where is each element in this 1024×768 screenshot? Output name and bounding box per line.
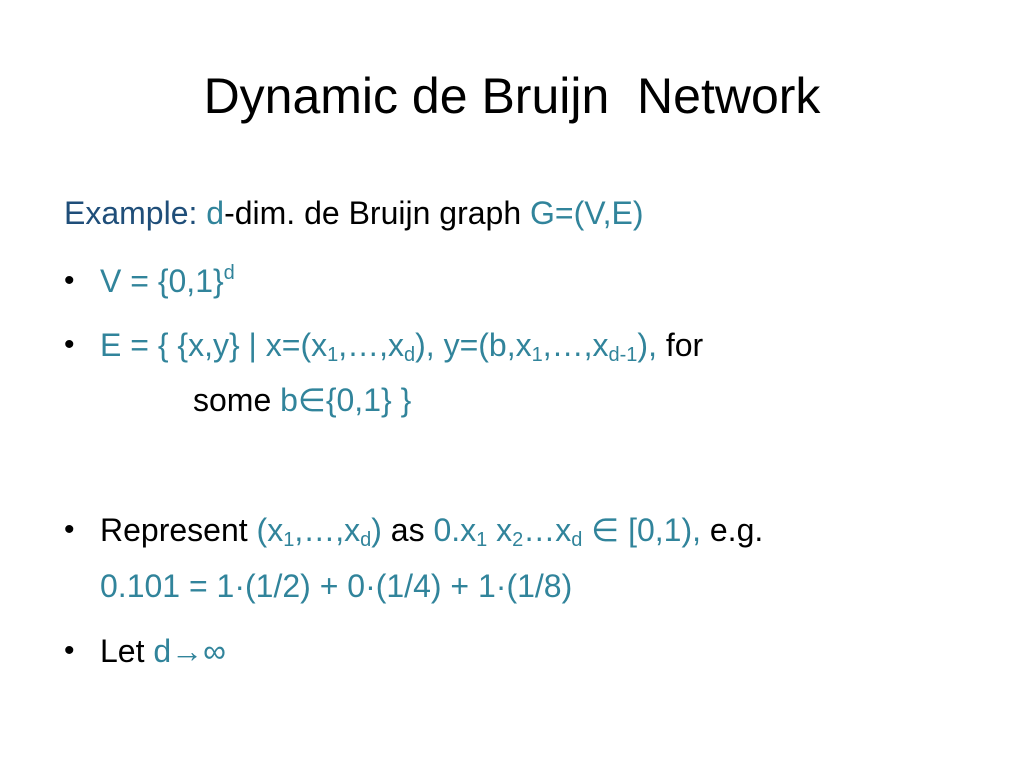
edge-set-part: ,…,x — [338, 327, 404, 363]
represent-tuple: ) — [371, 512, 382, 548]
edge-subscript: 1 — [531, 344, 543, 366]
bullet-represent-example: 0.101 = 1·(1/2) + 0·(1/4) + 1·(1/8) — [100, 568, 573, 604]
edge-set-part: E = { {x,y} | x=(x — [100, 327, 328, 363]
edge-subscript: 1 — [327, 344, 339, 366]
slide-title: Dynamic de Bruijn Network — [203, 68, 821, 124]
represent-tuple: (x — [256, 512, 284, 548]
represent-subscript: 1 — [283, 529, 295, 551]
represent-eg-word: e.g. — [700, 512, 764, 548]
edge-set-part: ,…,x — [542, 327, 609, 363]
bullet-represent: Represent (x1,…,xd) as 0.x1 x2…xd ∈ [0,1… — [100, 510, 763, 550]
edge-subscript: d — [404, 344, 416, 366]
edge-set-part: ), y=(b,x — [415, 327, 532, 363]
represent-number: x — [487, 512, 513, 548]
represent-subscript: 2 — [512, 529, 524, 551]
example-d: d — [206, 195, 225, 231]
edge-subscript: d-1 — [608, 344, 638, 366]
represent-word: Represent — [100, 512, 257, 548]
edge-for-word: for — [656, 327, 704, 363]
bullet-marker: • — [64, 328, 75, 361]
bullet-edge-set: E = { {x,y} | x=(x1,…,xd), y=(b,x1,…,xd-… — [100, 325, 703, 365]
example-text: -dim. de Bruijn graph — [224, 195, 530, 231]
represent-number: …x — [523, 512, 572, 548]
edge-set-part: ), — [637, 327, 657, 363]
bullet-marker: • — [64, 513, 75, 546]
edge-some-word: some — [193, 382, 281, 418]
represent-number: 0.x — [433, 512, 477, 548]
represent-subscript: 1 — [476, 529, 488, 551]
bullet-vertex-set: V = {0,1}d — [100, 261, 235, 301]
represent-subscript: d — [360, 529, 372, 551]
represent-as-word: as — [381, 512, 434, 548]
example-graph: G=(V,E) — [530, 195, 644, 231]
example-line: Example: d-dim. de Bruijn graph G=(V,E) — [64, 193, 644, 233]
limit-expression: d→∞ — [153, 633, 226, 669]
limit-word: Let — [100, 633, 154, 669]
bullet-edge-set-continuation: some b∈{0,1} } — [193, 380, 411, 420]
represent-tuple: ,…,x — [294, 512, 361, 548]
represent-subscript: d — [571, 529, 583, 551]
bullet-limit: Let d→∞ — [100, 631, 226, 671]
edge-condition: b∈{0,1} } — [280, 382, 412, 418]
vertex-set-text: V = {0,1} — [100, 263, 224, 299]
represent-interval: ∈ [0,1), — [582, 512, 701, 548]
bullet-marker: • — [64, 264, 75, 297]
example-label: Example: — [64, 195, 198, 231]
vertex-set-exponent: d — [223, 262, 235, 284]
bullet-marker: • — [64, 634, 75, 667]
